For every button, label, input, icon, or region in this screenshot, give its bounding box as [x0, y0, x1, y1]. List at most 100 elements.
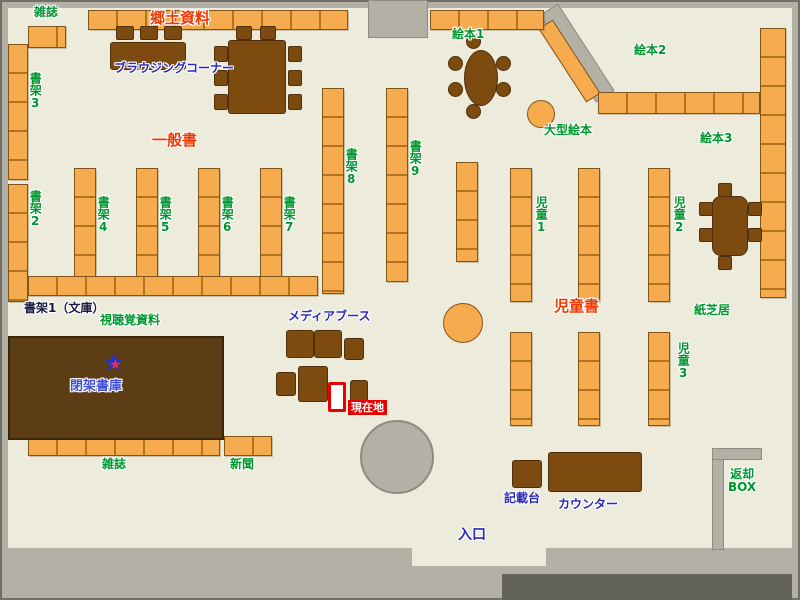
browsing-chair: [288, 94, 302, 110]
small-center-shelf: [456, 162, 478, 262]
children-2-label: 児童2: [672, 196, 687, 234]
current-location-booth: [328, 382, 346, 412]
bookcase-4-label: 書架4: [96, 196, 111, 234]
ehon1-chair: [496, 82, 511, 97]
bookcase-9-label: 書架9: [408, 140, 423, 178]
top-wall-pillar: [368, 0, 428, 38]
browsing-chair: [140, 26, 158, 40]
children-1-shelf: [510, 168, 532, 302]
magazine-shelf-top: [28, 26, 66, 48]
browsing-chair: [288, 70, 302, 86]
local-materials-shelf: [88, 10, 348, 30]
large-picture-books-label: 大型絵本: [544, 123, 593, 137]
star-marker-inner-icon: ★: [109, 357, 122, 373]
bookcase-2-shelf: [8, 184, 28, 302]
children-reading-table: [712, 196, 748, 256]
browsing-chair: [116, 26, 134, 40]
magazines-bottom-label: 雑誌: [102, 457, 127, 471]
return-box-label: 返却 BOX: [728, 467, 757, 495]
magazines-top-label: 雑誌: [34, 5, 59, 19]
browsing-chair: [214, 70, 228, 86]
children-round-shelf: [443, 303, 483, 343]
round-pillar: [360, 420, 434, 494]
picture-books-2-shelf: [598, 92, 760, 114]
return-box-label-line1: 返却: [730, 467, 755, 481]
counter-label: カウンター: [558, 497, 619, 511]
children-table-chair: [748, 202, 762, 216]
current-location-badge: 現在地: [348, 400, 387, 416]
bookcase-2-label: 書架2: [28, 190, 43, 228]
right-wall-shelf: [760, 28, 786, 298]
media-booth-label: メディアブース: [288, 309, 371, 323]
bookcase-8-shelf: [322, 88, 344, 294]
browsing-chair: [260, 26, 276, 40]
browsing-chair: [214, 46, 228, 62]
browsing-chair: [288, 46, 302, 62]
bookcase-5-label: 書架5: [158, 196, 173, 234]
children-lower-shelf-a: [510, 332, 532, 426]
ehon1-chair: [448, 56, 463, 71]
writing-desk-table: [512, 460, 542, 488]
bookcase-5-shelf: [136, 168, 158, 290]
children-table-chair: [748, 228, 762, 242]
browsing-chair: [164, 26, 182, 40]
writing-desk-label: 記載台: [504, 491, 541, 505]
children-3-label: 児童3: [676, 342, 691, 380]
ehon1-chair: [496, 56, 511, 71]
bookcase-3-shelf: [8, 44, 28, 180]
bookcase-6-label: 書架6: [220, 196, 235, 234]
browsing-table-1: [110, 42, 186, 70]
return-box-wall-top: [712, 448, 762, 460]
browsing-table-2: [228, 40, 286, 114]
bookcase-7-shelf: [260, 168, 282, 290]
return-box-label-line2: BOX: [728, 480, 757, 495]
ehon1-chair: [448, 82, 463, 97]
children-books-label: 児童書: [554, 297, 600, 315]
media-booth-unit: [298, 366, 328, 402]
av-materials-label: 視聴覚資料: [100, 313, 161, 327]
bookcase-1-bunko-label: 書架1（文庫）: [24, 301, 105, 315]
bookcase-9-shelf: [386, 88, 408, 282]
ehon1-table: [464, 50, 498, 106]
star-marker-icon: ★: [102, 348, 126, 378]
entrance-gap: [412, 548, 546, 566]
picture-books-2-label: 絵本2: [634, 43, 667, 57]
return-box-wall-vertical: [712, 448, 724, 550]
local-materials-label: 郷土資料: [150, 9, 211, 27]
bunko-av-shelf: [28, 276, 318, 296]
media-booth-unit: [344, 338, 364, 360]
newspapers-label: 新聞: [230, 457, 255, 471]
closed-stacks-label: 閉架書庫: [70, 379, 123, 394]
children-2-shelf: [648, 168, 670, 302]
children-table-chair: [718, 183, 732, 197]
browsing-corner-label: ブラウジングコーナー: [114, 61, 235, 75]
bookcase-8-label: 書架8: [344, 148, 359, 186]
large-picture-books-stand: [527, 100, 555, 128]
browsing-chair: [214, 94, 228, 110]
media-booth-unit: [286, 330, 314, 358]
bookcase-3-label: 書架3: [28, 72, 43, 110]
ehon1-chair: [466, 34, 481, 49]
children-table-chair: [718, 256, 732, 270]
children-table-chair: [699, 202, 713, 216]
children-table-chair: [699, 228, 713, 242]
children-3-shelf: [648, 332, 670, 426]
bookcase-6-shelf: [198, 168, 220, 290]
closed-stacks-area: [8, 336, 224, 440]
picture-books-1-shelf: [430, 10, 544, 30]
entrance-label: 入口: [458, 527, 486, 543]
bookcase-7-label: 書架7: [282, 196, 297, 234]
general-books-label: 一般書: [152, 131, 198, 149]
bookcase-4-shelf: [74, 168, 96, 290]
picture-books-3-label: 絵本3: [700, 131, 733, 145]
media-booth-unit: [314, 330, 342, 358]
kamishibai-label: 紙芝居: [694, 303, 731, 317]
children-lower-shelf-b: [578, 332, 600, 426]
newspaper-shelf: [224, 436, 272, 456]
bottom-dark-wall: [502, 574, 792, 600]
ehon1-chair: [466, 104, 481, 119]
picture-books-1-label: 絵本1: [452, 27, 485, 41]
children-1-label: 児童1: [534, 196, 549, 234]
counter-table: [548, 452, 642, 492]
